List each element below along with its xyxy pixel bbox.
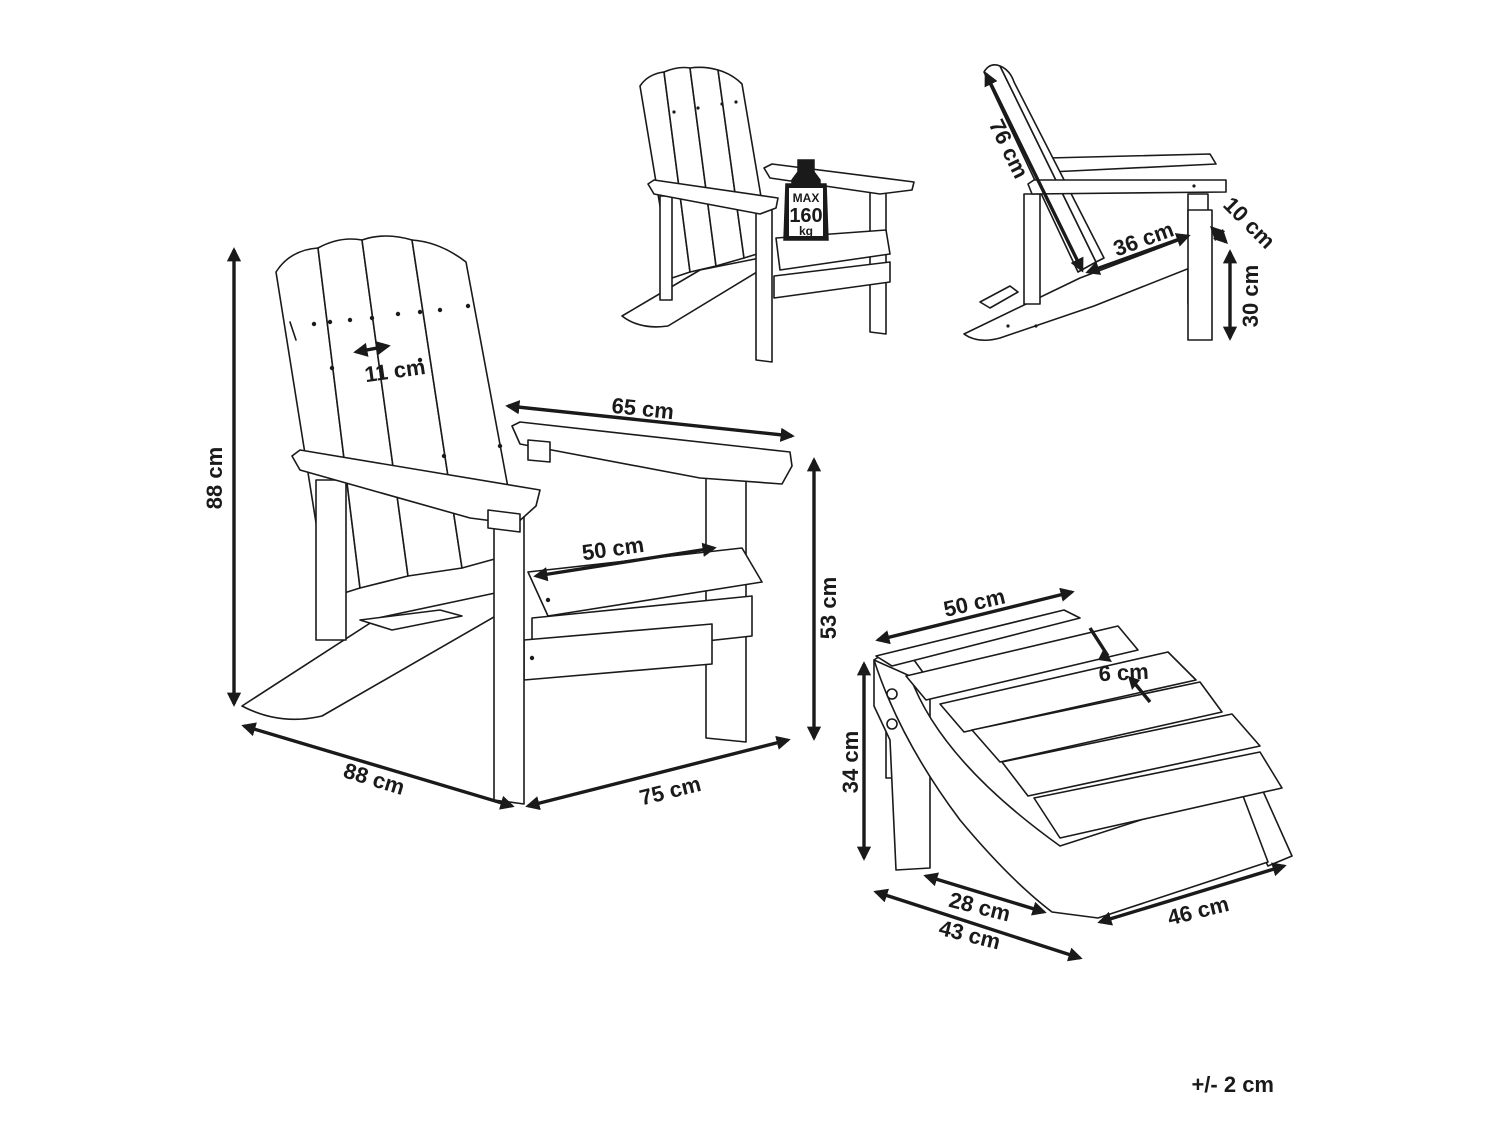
dimension-lines bbox=[226, 71, 1287, 962]
label-chair-height: 88 cm bbox=[202, 447, 227, 509]
dim-line-footstool-length bbox=[1097, 862, 1287, 926]
label-seat-height: 30 cm bbox=[1238, 265, 1263, 327]
dim-line-seat-depth bbox=[1085, 233, 1191, 275]
gap-arrow-bottom bbox=[1128, 676, 1140, 690]
footstool-drawing bbox=[873, 609, 1293, 919]
chair-load-drawing bbox=[621, 66, 915, 363]
gap-arrow-top bbox=[1098, 648, 1112, 662]
dim-line-footstool-depth bbox=[873, 888, 1083, 962]
dim-line-seat-width bbox=[533, 542, 717, 582]
label-footstool-length: 46 cm bbox=[1165, 891, 1232, 930]
max-load-weight-icon: MAX 160 kg bbox=[783, 159, 829, 241]
label-armrest-thickness: 10 cm bbox=[1218, 192, 1280, 254]
label-armrest-height: 53 cm bbox=[816, 577, 841, 639]
max-load-value: 160 bbox=[789, 205, 822, 227]
dim-line-backrest-length bbox=[984, 71, 1084, 273]
dim-line-chair-depth bbox=[241, 722, 515, 810]
chair-main-drawing bbox=[241, 235, 793, 805]
dim-line-slat-width bbox=[353, 341, 391, 357]
max-load-prefix: MAX bbox=[793, 191, 820, 205]
tolerance-note: +/- 2 cm bbox=[1191, 1072, 1274, 1097]
dim-line-armrest-length bbox=[505, 400, 795, 442]
label-footstool-slat-gap: 6 cm bbox=[1098, 659, 1149, 687]
dim-line-footstool-width bbox=[875, 587, 1075, 645]
dim-line-armrest-thickness bbox=[1209, 225, 1229, 245]
dim-line-chair-width bbox=[525, 735, 791, 811]
max-load-unit: kg bbox=[799, 224, 813, 238]
backrest-screw-dots bbox=[311, 303, 503, 459]
label-footstool-height: 34 cm bbox=[838, 731, 863, 793]
